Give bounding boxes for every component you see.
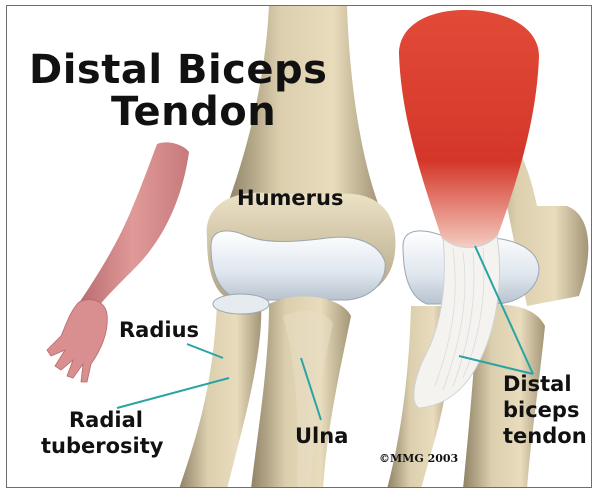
- label-tendon-line3: tendon: [503, 424, 587, 448]
- illustration-frame: Distal Biceps Tendon Humerus Radius Radi…: [6, 5, 592, 488]
- hand-skin: [47, 300, 107, 382]
- label-radial-tuberosity-line1: Radial: [69, 408, 143, 432]
- copyright-notice: ©MMG 2003: [379, 452, 458, 465]
- radial-head: [213, 294, 269, 314]
- label-ulna: Ulna: [295, 424, 348, 448]
- label-humerus: Humerus: [237, 186, 343, 210]
- label-tendon-line2: biceps: [503, 398, 579, 422]
- cartilage-left: [211, 231, 385, 300]
- arm-inset-illustration: [47, 142, 189, 382]
- diagram-title-line2: Tendon: [111, 90, 276, 134]
- diagram-title-line1: Distal Biceps: [29, 48, 327, 92]
- arm-skin: [77, 142, 189, 308]
- label-tendon-line1: Distal: [503, 372, 572, 396]
- label-radial-tuberosity-line2: tuberosity: [41, 434, 163, 458]
- label-radius: Radius: [119, 318, 199, 342]
